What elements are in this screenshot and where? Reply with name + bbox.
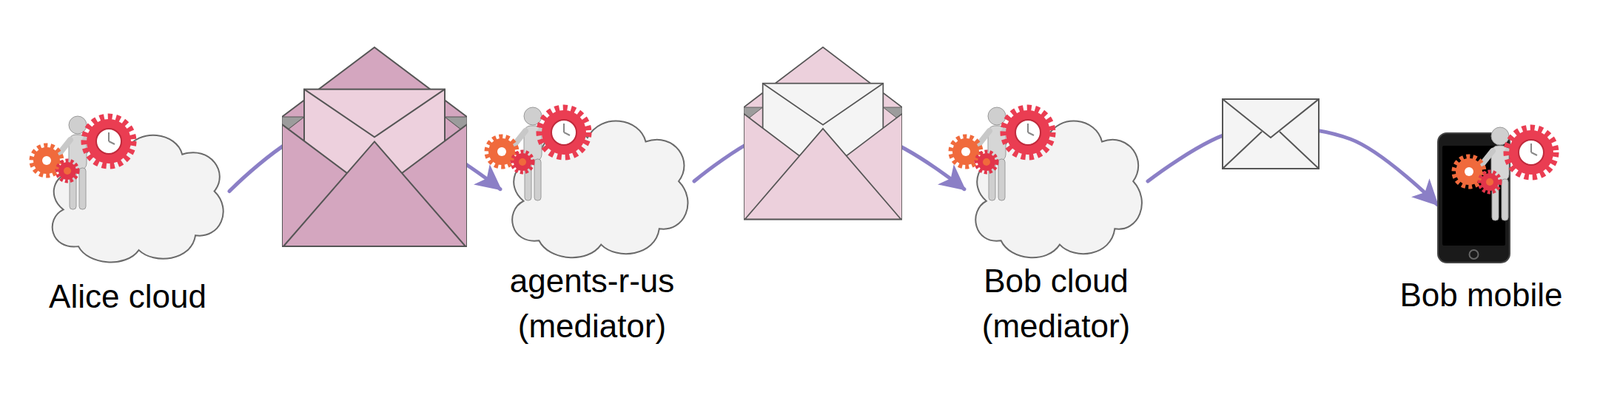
cloud-shape (500, 102, 695, 261)
cloud-shape (40, 117, 230, 265)
outer-envelope (281, 47, 467, 247)
node-label: Alice cloud (9, 274, 247, 320)
cloud-agent: Bob cloud (mediator) (964, 102, 1148, 261)
phone-shape (1437, 132, 1511, 264)
cloud-agent: Alice cloud (40, 117, 230, 265)
agent-figure (31, 116, 134, 210)
cloud-shape (964, 102, 1148, 261)
node-label: agents-r-us (mediator) (481, 259, 704, 349)
inner-envelope (1222, 99, 1319, 169)
cloud-agent: agents-r-us (mediator) (500, 102, 695, 261)
mobile-device: Bob mobile (1437, 132, 1511, 264)
node-label: Bob cloud (mediator) (945, 259, 1168, 349)
agent-figure (486, 107, 589, 201)
agent-figure (950, 107, 1053, 201)
middle-envelope (743, 47, 903, 220)
node-label: Bob mobile (1370, 273, 1593, 319)
agent-figure (1454, 127, 1556, 221)
